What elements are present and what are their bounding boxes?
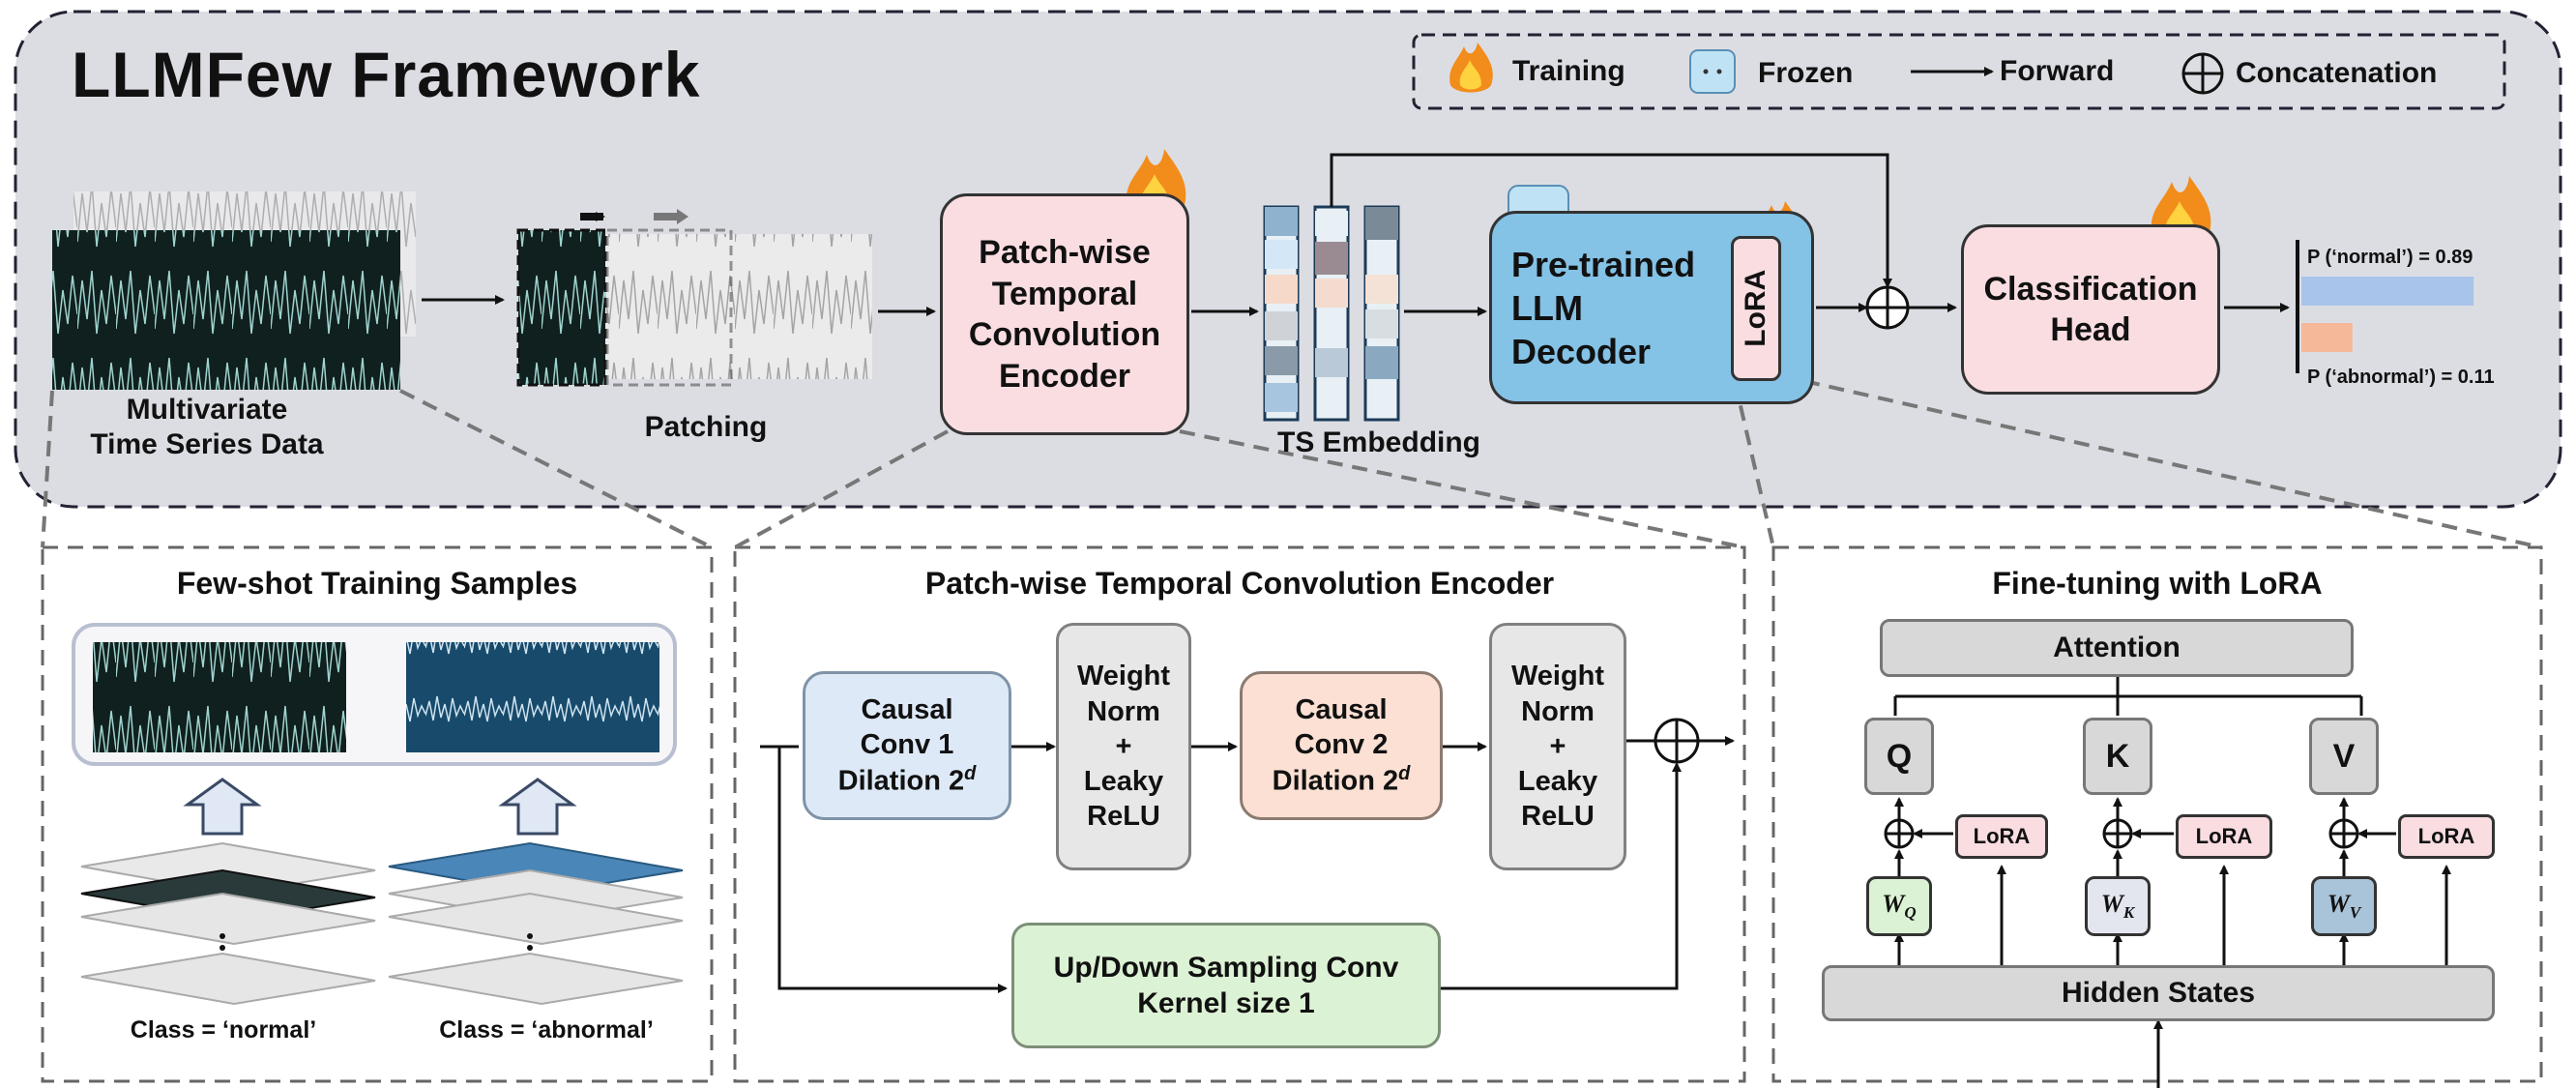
class-normal-label: Class = ‘normal’	[130, 1016, 317, 1044]
concat-symbol	[1865, 285, 1910, 330]
v-label: V	[2332, 737, 2356, 775]
lora-k-box: LoRA	[2176, 814, 2272, 859]
causal-conv-1-label: Causal Conv 1 Dilation 2	[837, 693, 965, 797]
up-arrow-abnormal	[498, 778, 577, 836]
sampling-conv-label: Up/Down Sampling Conv Kernel size 1	[1053, 951, 1399, 1020]
p-abnormal-label: P (‘abnormal’) = 0.11	[2307, 367, 2495, 388]
w-k-subscript: K	[2122, 903, 2135, 923]
legend-concatenation: Concatenation	[2236, 57, 2438, 89]
lora-q-box: LoRA	[1955, 814, 2048, 859]
input-series-front	[52, 230, 400, 390]
class-abnormal-label: Class = ‘abnormal’	[439, 1016, 654, 1044]
legend-frozen: Frozen	[1758, 57, 1854, 89]
encoder-panel-title: Patch-wise Temporal Convolution Encoder	[924, 566, 1555, 601]
lora-adapter-label: LoRA	[1740, 270, 1772, 347]
attention-label: Attention	[2053, 632, 2181, 664]
bar-abnormal	[2301, 323, 2353, 352]
encoder-sum-symbol	[1654, 718, 1700, 764]
k-label: K	[2105, 737, 2130, 775]
up-arrow-normal	[183, 778, 262, 836]
p-normal-label: P (‘normal’) = 0.89	[2307, 247, 2474, 268]
weight-norm-2-label: Weight Norm + Leaky ReLU	[1510, 661, 1605, 833]
framework-title: LLMFew Framework	[72, 39, 701, 110]
stack-normal	[80, 841, 376, 1006]
causal-conv-1-box: Causal Conv 1 Dilation 2d	[803, 671, 1011, 820]
lora-q-branch	[1884, 797, 2006, 965]
classification-head-label: Classification Head	[1983, 270, 2198, 349]
fewshot-title: Few-shot Training Samples	[176, 566, 578, 601]
w-v-subscript: V	[2349, 903, 2361, 923]
encoder-box: Patch-wise Temporal Convolution Encoder	[940, 193, 1189, 435]
lora-v-branch	[2328, 797, 2451, 965]
lora-v-box: LoRA	[2398, 814, 2495, 859]
sample-abnormal-thumb	[406, 642, 659, 752]
classification-head-box: Classification Head	[1961, 224, 2220, 395]
input-label: Multivariate Time Series Data	[90, 394, 324, 460]
causal-conv-2-label: Causal Conv 2 Dilation 2	[1272, 693, 1399, 797]
ts-embedding-label: TS Embedding	[1277, 426, 1480, 458]
lora-k-label: LoRA	[2195, 824, 2253, 849]
patch-window-1	[516, 228, 607, 387]
patching-label: Patching	[644, 411, 768, 443]
legend-ice-icon	[1689, 49, 1736, 94]
weight-norm-2-box: Weight Norm + Leaky ReLU	[1489, 623, 1626, 870]
dilation-exponent-2: d	[1398, 763, 1411, 785]
hidden-states-box: Hidden States	[1822, 965, 2495, 1021]
weight-norm-1-box: Weight Norm + Leaky ReLU	[1056, 623, 1191, 870]
sampling-conv-box: Up/Down Sampling Conv Kernel size 1	[1011, 923, 1441, 1048]
dilation-exponent-1: d	[964, 763, 977, 785]
patch-window-2	[605, 228, 733, 387]
w-k-label: W	[2100, 890, 2123, 919]
llm-decoder-label: Pre-trained LLM Decoder	[1511, 244, 1696, 371]
w-q-box: WQ	[1866, 876, 1932, 936]
w-v-label: W	[2327, 890, 2350, 919]
lora-adapter-box: LoRA	[1731, 236, 1781, 381]
q-label: Q	[1886, 737, 1913, 775]
attention-box: Attention	[1880, 619, 2354, 677]
legend-training: Training	[1512, 55, 1625, 87]
skip-connection	[1330, 153, 1892, 288]
legend-flame-icon	[1449, 43, 1493, 93]
hidden-states-label: Hidden States	[2061, 977, 2256, 1010]
legend-concat-icon	[2181, 52, 2224, 95]
w-k-box: WK	[2085, 876, 2151, 936]
encoder-panel	[733, 545, 1746, 1083]
lora-v-label: LoRA	[2417, 824, 2475, 849]
lora-k-branch	[2102, 797, 2229, 965]
k-box: K	[2083, 718, 2152, 795]
sample-normal-thumb	[93, 642, 346, 752]
w-v-box: WV	[2311, 876, 2377, 936]
legend-box	[1412, 33, 2506, 110]
weight-norm-1-label: Weight Norm + Leaky ReLU	[1076, 661, 1171, 833]
bar-normal	[2301, 277, 2474, 306]
fewshot-panel	[41, 545, 714, 1083]
w-q-label: W	[1882, 890, 1905, 919]
causal-conv-2-box: Causal Conv 2 Dilation 2d	[1240, 671, 1443, 820]
legend-forward: Forward	[2000, 55, 2115, 87]
w-q-subscript: Q	[1904, 903, 1917, 923]
v-box: V	[2309, 718, 2379, 795]
lora-panel-title: Fine-tuning with LoRA	[1992, 566, 2323, 601]
q-box: Q	[1864, 718, 1934, 795]
stack-abnormal	[388, 841, 684, 1006]
ts-embedding-columns	[1263, 205, 1400, 422]
encoder-box-label: Patch-wise Temporal Convolution Encoder	[968, 234, 1161, 395]
lora-q-label: LoRA	[1973, 824, 2031, 849]
